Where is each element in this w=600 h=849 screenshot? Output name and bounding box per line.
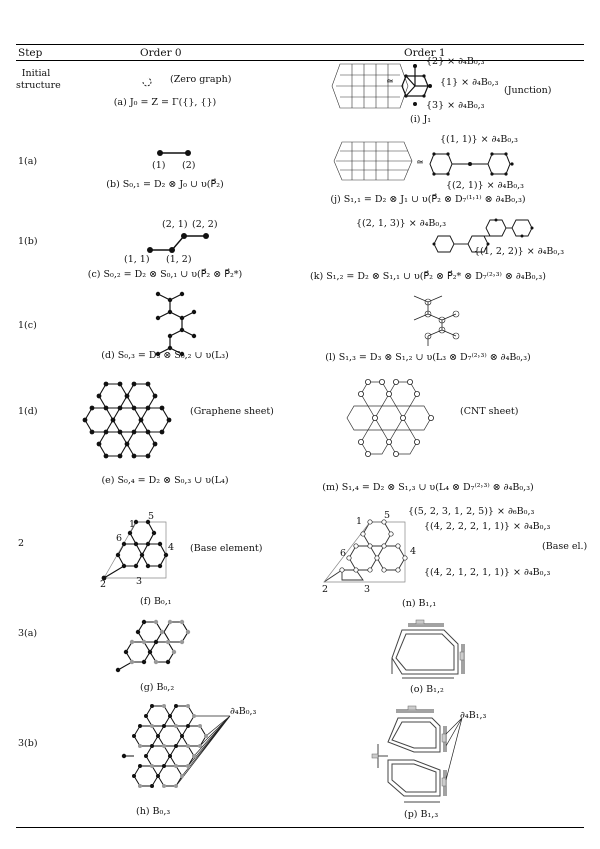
- cnt-note: (CNT sheet): [460, 406, 519, 417]
- step-1d: 1(d): [18, 406, 38, 417]
- b11-label-422211: {(4, 2, 2, 2, 1, 1)} × ∂₄B₀,₃: [424, 521, 551, 532]
- b12-figure: [391, 619, 465, 679]
- graphene-note: (Graphene sheet): [190, 406, 274, 417]
- caption-m: (m) S₁,₄ = D₂ ⊗ S₁,₃ ∪ υ(L₄ ⊗ D₇⁽²˒³⁾ ⊗ …: [322, 482, 534, 493]
- s01-figure: [157, 150, 191, 156]
- b01-num-6: 6: [116, 533, 123, 544]
- caption-h: (h) B₀,₃: [136, 806, 171, 817]
- s11-figure: [333, 141, 413, 181]
- step-1a: 1(a): [18, 156, 38, 167]
- b11-num-3: 3: [364, 584, 371, 595]
- base-element-b01-figure: [101, 519, 169, 581]
- s11-node-figure: [429, 152, 514, 176]
- header-order0: Order 0: [140, 47, 182, 59]
- s12-figure: [432, 218, 534, 253]
- b01-num-3: 3: [136, 576, 143, 587]
- junction-node-figure: [401, 64, 432, 106]
- header-rule: [16, 60, 584, 61]
- s03-figure: [155, 291, 197, 357]
- step-3b: 3(b): [18, 738, 38, 749]
- s02-label-12: (1, 2): [166, 254, 192, 265]
- zero-graph-note: (Zero graph): [170, 74, 232, 85]
- caption-e: (e) S₀,₄ = D₂ ⊗ S₀,₃ ∪ υ(L₄): [101, 475, 229, 486]
- caption-k: (k) S₁,₂ = D₂ ⊗ S₁,₁ ∪ υ(P⃗₂ ⊗ P⃗₂* ⊗ D₇…: [310, 271, 546, 282]
- step-1b: 1(b): [18, 236, 38, 247]
- step-2: 2: [18, 538, 25, 549]
- base-el-note: (Base el.): [542, 541, 588, 552]
- junction-label-1: {1} × ∂₄B₀,₃: [440, 77, 499, 88]
- header-step: Step: [18, 47, 43, 59]
- b01-num-5: 5: [148, 511, 155, 522]
- s11-label-11: {(1, 1)} × ∂₄B₀,₃: [440, 134, 518, 145]
- caption-n: (n) B₁,₁: [402, 598, 437, 609]
- b01-num-4: 4: [168, 542, 175, 553]
- junction-label-2: {2} × ∂₄B₀,₃: [426, 56, 485, 67]
- base-element-note: (Base element): [190, 543, 263, 554]
- s12-label-122: {(1, 2, 2)} × ∂₄B₀,₃: [474, 246, 565, 257]
- step-1c: 1(c): [18, 320, 37, 331]
- s01-label-1: (1): [152, 160, 166, 171]
- b11-num-4: 4: [410, 546, 417, 557]
- b11-num-2: 2: [322, 584, 329, 595]
- cnt-sheet-figure: [346, 379, 435, 458]
- caption-c: (c) S₀,₂ = D₂ ⊗ S₀,₁ ∪ υ(P⃗₂ ⊗ P⃗₂*): [87, 269, 243, 280]
- top-rule: [16, 44, 584, 46]
- s01-label-2: (2): [182, 160, 196, 171]
- b11-num-1: 1: [356, 516, 363, 527]
- caption-i: (i) J₁: [410, 114, 432, 125]
- b11-label-421211: {(4, 2, 1, 2, 1, 1)} × ∂₄B₀,₃: [424, 567, 551, 578]
- b03-figure: [121, 704, 231, 788]
- caption-f: (f) B₀,₁: [140, 596, 172, 607]
- b01-num-1: 1: [129, 519, 136, 530]
- caption-g: (g) B₀,₂: [140, 682, 175, 693]
- caption-d: (d) S₀,₃ = D₃ ⊗ S₀,₂ ∪ υ(L₃): [101, 350, 229, 361]
- b11-num-6: 6: [340, 548, 347, 559]
- s02-label-21: (2, 1): [162, 219, 188, 230]
- b11-num-5: 5: [384, 510, 391, 521]
- b11-label-523125: {(5, 2, 3, 1, 2, 5)} × ∂₆B₀,₃: [408, 506, 535, 517]
- b13-figure: [371, 705, 463, 803]
- header-order1: Order 1: [404, 47, 446, 59]
- step-3a: 3(a): [18, 628, 38, 639]
- caption-p: (p) B₁,₃: [404, 809, 439, 820]
- caption-o: (o) B₁,₂: [410, 684, 444, 695]
- junction-label-3: {3} × ∂₄B₀,₃: [426, 100, 485, 111]
- b01-num-2: 2: [100, 579, 107, 590]
- bottom-rule: [16, 827, 584, 829]
- s11-label-21: {(2, 1)} × ∂₄B₀,₃: [446, 180, 524, 191]
- b13-boundary-label: ∂₄B₁,₃: [460, 710, 487, 721]
- zero-graph-figure: [142, 77, 152, 87]
- junction-approx: ≃: [386, 76, 394, 87]
- s02-figure: [147, 233, 209, 253]
- b03-boundary-label: ∂₄B₀,₃: [230, 706, 257, 717]
- caption-a: (a) J₀ = Z = Γ({}, {}): [113, 97, 217, 108]
- s13-figure: [413, 295, 460, 346]
- caption-j: (j) S₁,₁ = D₂ ⊗ J₁ ∪ υ(P⃗₂ ⊗ D₇⁽¹˒¹⁾ ⊗ ∂…: [330, 194, 526, 205]
- base-element-b11-figure: [323, 519, 408, 583]
- s11-approx: ≃: [416, 157, 424, 168]
- caption-b: (b) S₀,₁ = D₂ ⊗ J₀ ∪ υ(P⃗₂): [106, 179, 224, 190]
- s02-label-22: (2, 2): [192, 219, 218, 230]
- s02-label-11: (1, 1): [124, 254, 150, 265]
- b02-figure: [115, 619, 191, 673]
- graphene-sheet-figure: [82, 381, 172, 459]
- s12-label-213: {(2, 1, 3)} × ∂₄B₀,₃: [356, 218, 447, 229]
- caption-l: (l) S₁,₃ = D₃ ⊗ S₁,₂ ∪ υ(L₃ ⊗ D₇⁽²˒³⁾ ⊗ …: [325, 352, 531, 363]
- junction-note: (Junction): [504, 85, 552, 96]
- junction-figure: [331, 63, 409, 109]
